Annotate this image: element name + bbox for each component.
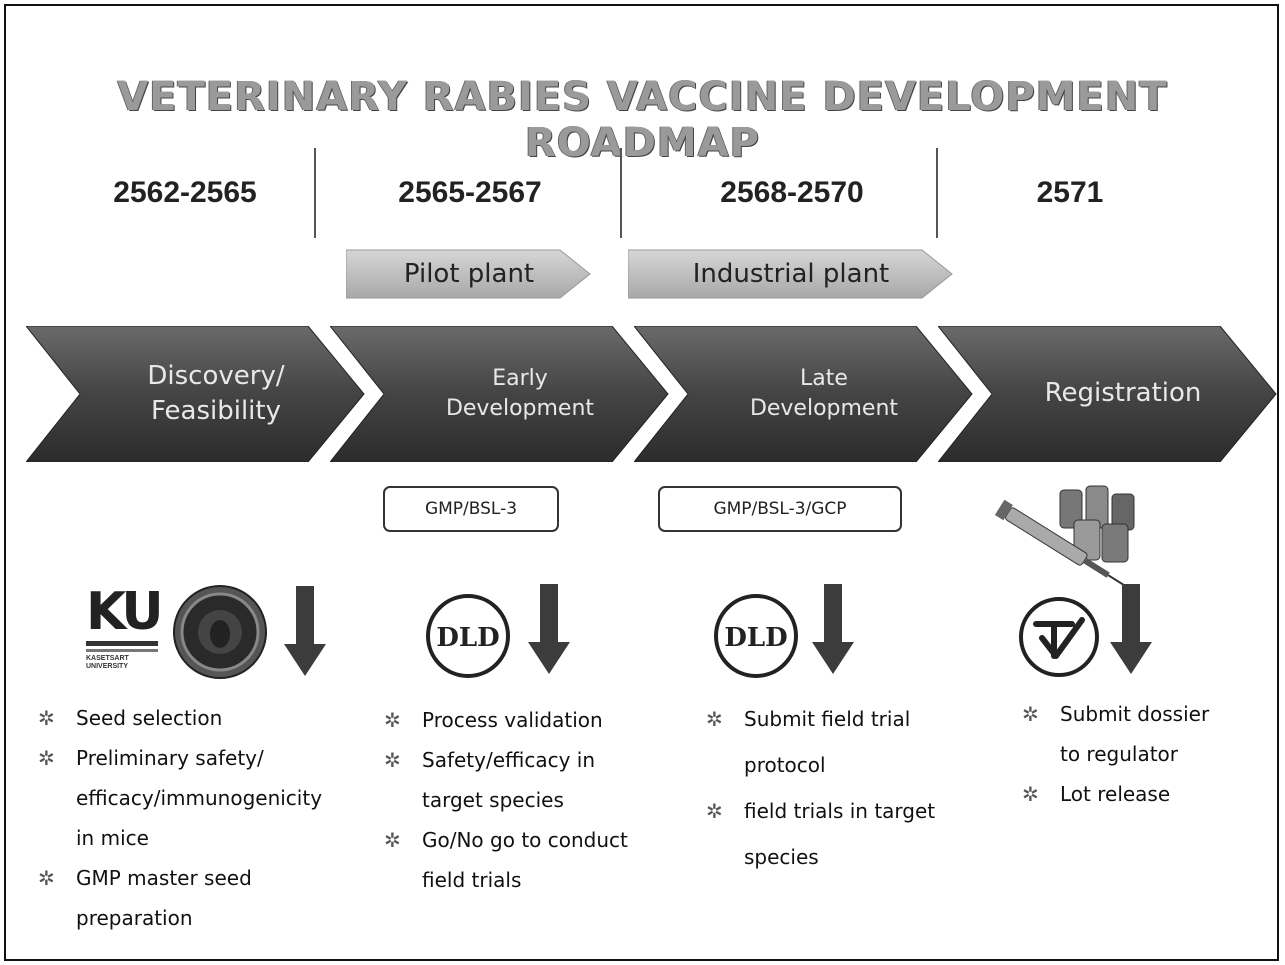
dld-logo-2-text: DLD <box>724 623 787 653</box>
list-item: ✲Process validation <box>378 700 628 740</box>
stage-early-line-1: Early <box>492 366 548 392</box>
bullet-star-icon: ✲ <box>38 866 55 890</box>
stage-late-line-1: Late <box>800 366 848 392</box>
industrial-plant-label: Industrial plant <box>692 259 890 289</box>
year-divider-3 <box>936 148 938 238</box>
ku-logo-name: KASETSART UNIVERSITY <box>86 655 129 670</box>
year-label-4: 2571 <box>1036 176 1104 209</box>
university-seal-icon <box>173 585 267 679</box>
bullet-star-icon: ✲ <box>706 707 723 731</box>
down-arrow-icon-2 <box>528 584 570 674</box>
down-arrow-icon-1 <box>284 586 326 676</box>
regulator-approval-icon <box>1019 597 1099 677</box>
stage-registration: Registration <box>938 326 1278 462</box>
industrial-plant-arrow-shape <box>628 249 953 299</box>
year-label-2: 2565-2567 <box>398 176 542 209</box>
bullet-star-icon: ✲ <box>38 746 55 770</box>
stage-registration-chevron <box>938 326 1277 462</box>
dld-logo-1: DLD <box>426 594 510 678</box>
stage-registration-line-1: Registration <box>1044 378 1202 409</box>
bullet-star-icon: ✲ <box>706 799 723 823</box>
standard-box-late: GMP/BSL-3/GCP <box>658 486 902 532</box>
bullet-star-icon: ✲ <box>1022 702 1039 726</box>
stage-discovery-line-1: Discovery/ <box>147 360 285 391</box>
stage-discovery: Discovery/ Feasibility <box>26 326 366 462</box>
year-divider-2 <box>620 148 622 238</box>
dld-logo-1-text: DLD <box>436 623 499 653</box>
standard-box-early: GMP/BSL-3 <box>383 486 559 532</box>
dld-logo-2: DLD <box>714 594 798 678</box>
bullet-list-discovery: ✲Seed selection ✲Preliminary safety/effi… <box>32 698 322 938</box>
stage-early-development: Early Development <box>330 326 670 462</box>
bullet-star-icon: ✲ <box>1022 782 1039 806</box>
stage-discovery-line-2: Feasibility <box>151 396 281 426</box>
stage-late-chevron <box>634 326 973 462</box>
bullet-star-icon: ✲ <box>384 708 401 732</box>
stage-late-development: Late Development <box>634 326 974 462</box>
stage-discovery-chevron <box>26 326 365 462</box>
list-item: ✲Seed selection <box>32 698 322 738</box>
bullet-star-icon: ✲ <box>384 748 401 772</box>
stage-early-line-2: Development <box>445 396 595 421</box>
pilot-plant-arrow: Pilot plant <box>346 248 592 300</box>
slide-frame <box>4 4 1279 961</box>
year-label-1: 2562-2565 <box>113 176 257 209</box>
pilot-plant-arrow-shape <box>346 249 591 299</box>
ku-logo-letters: KU <box>86 582 164 642</box>
pilot-plant-label: Pilot plant <box>403 259 535 289</box>
stage-late-line-2: Development <box>749 396 899 421</box>
bullet-star-icon: ✲ <box>384 828 401 852</box>
down-arrow-icon-3 <box>812 584 854 674</box>
ku-logo: KU KASETSART UNIVERSITY <box>86 582 164 676</box>
year-divider-1 <box>314 148 316 238</box>
stage-early-chevron <box>330 326 669 462</box>
list-item: ✲Preliminary safety/efficacy/immunogenic… <box>32 738 322 858</box>
roadmap-title: VETERINARY RABIES VACCINE DEVELOPMENT RO… <box>117 74 1168 166</box>
list-item: ✲Lot release <box>1016 774 1209 814</box>
vaccine-vials-syringe-icon <box>994 485 1135 588</box>
industrial-plant-arrow: Industrial plant <box>628 248 954 300</box>
bullet-star-icon: ✲ <box>38 706 55 730</box>
year-label-3: 2568-2570 <box>720 176 864 209</box>
down-arrow-icon-4 <box>1110 584 1152 674</box>
